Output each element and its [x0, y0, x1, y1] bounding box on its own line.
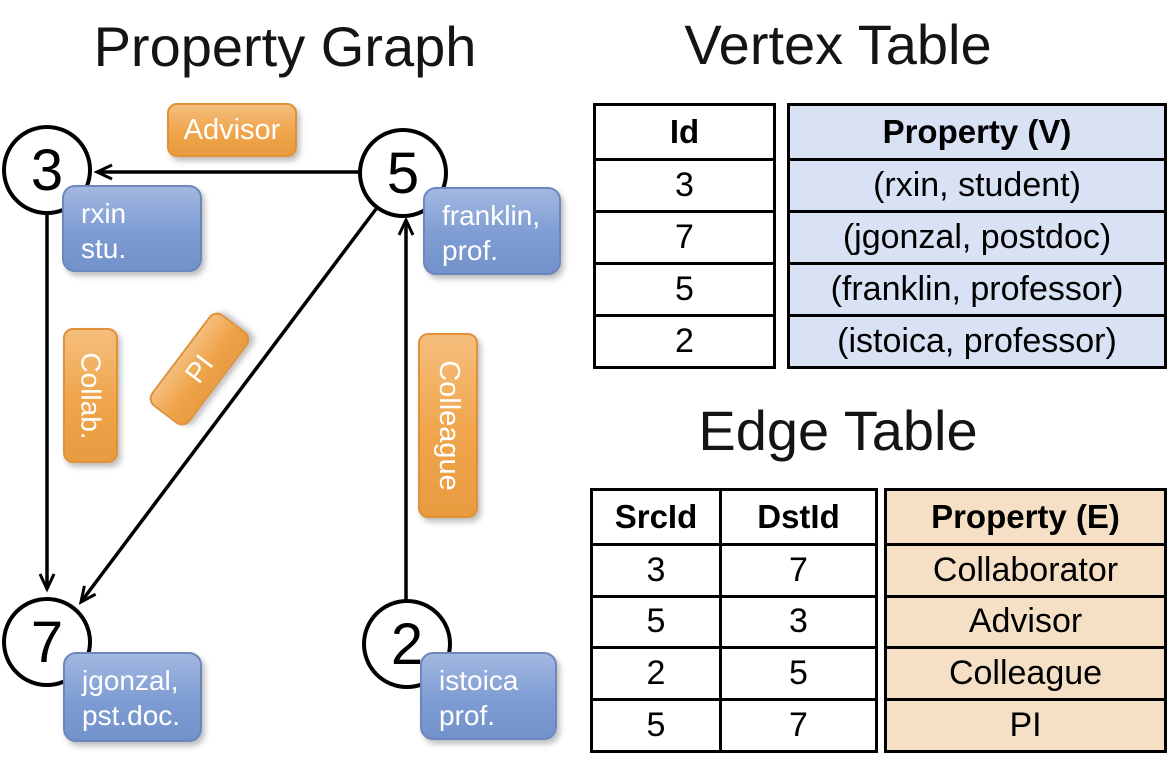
- table-cell: 7: [722, 542, 875, 595]
- edge-label-collab: Collab.: [63, 328, 118, 463]
- vertex-callout-line1: istoica: [439, 665, 519, 696]
- table-cell: Advisor: [887, 594, 1164, 647]
- graph-edges-layer: [38, 163, 415, 605]
- edge-table-header-dstid: DstId: [757, 497, 840, 535]
- table-cell: (istoica, professor): [790, 314, 1164, 366]
- table-cell: PI: [887, 698, 1164, 750]
- edge-table-property-column: Property (E) Collaborator Advisor Collea…: [884, 488, 1167, 753]
- vertex-callout-istoica: istoica prof.: [420, 652, 557, 740]
- edge-label-advisor-text: Advisor: [183, 113, 281, 146]
- table-cell: 5: [593, 594, 722, 647]
- table-cell: 7: [722, 698, 875, 750]
- vertex-callout-line1: jgonzal,: [82, 665, 179, 696]
- edge-label-colleague-text: Colleague: [432, 360, 465, 491]
- vertex-callout-line2: pst.doc.: [82, 700, 181, 731]
- vertex-callout-line2: stu.: [81, 233, 127, 264]
- vertex-callout-line1: franklin,: [442, 200, 541, 231]
- table-cell: 5: [593, 698, 722, 750]
- vertex-table-property-column: Property (V) (rxin, student) (jgonzal, p…: [787, 103, 1167, 369]
- vertex-table-title: Vertex Table: [684, 13, 992, 76]
- table-cell: (franklin, professor): [790, 262, 1164, 314]
- vertex-callout-franklin: franklin, prof.: [423, 187, 561, 275]
- vertex-callout-line2: prof.: [442, 235, 499, 266]
- vertex-table-header-property: Property (V): [790, 106, 1164, 158]
- vertex-table-id-column: Id 3 7 5 2: [593, 103, 776, 369]
- table-cell: 3: [722, 594, 875, 647]
- table-cell: (jgonzal, postdoc): [790, 210, 1164, 262]
- table-cell: Collaborator: [887, 542, 1164, 595]
- edge-table-title: Edge Table: [698, 399, 978, 462]
- table-cell: Colleague: [887, 646, 1164, 699]
- edge-label-colleague: Colleague: [418, 333, 478, 518]
- vertex-callout-rxin: rxin stu.: [62, 185, 202, 272]
- table-cell: 2: [596, 314, 773, 366]
- node-3-id: 3: [30, 137, 64, 203]
- table-cell: 3: [596, 158, 773, 210]
- edge-label-advisor: Advisor: [167, 103, 297, 157]
- vertex-table-header-id: Id: [669, 113, 700, 150]
- vertex-callout-line2: prof.: [439, 700, 496, 731]
- edge-label-collab-text: Collab.: [75, 351, 107, 440]
- table-cell: 3: [593, 542, 722, 595]
- node-7-id: 7: [30, 609, 64, 675]
- table-cell: (rxin, student): [790, 158, 1164, 210]
- graph-node-5: 5: [358, 128, 448, 218]
- edge-table-id-columns: SrcId DstId 3 7 5 3 2 5 5 7: [590, 488, 878, 753]
- table-cell: 7: [596, 210, 773, 262]
- table-cell: 5: [722, 646, 875, 698]
- vertex-callout-line1: rxin: [81, 198, 127, 229]
- edge-label-pi-text: PI: [178, 348, 220, 389]
- node-2-id: 2: [390, 611, 424, 677]
- edge-table-header-property: Property (E): [887, 491, 1164, 543]
- node-5-id: 5: [386, 140, 420, 206]
- vertex-callout-jgonzal: jgonzal, pst.doc.: [63, 652, 202, 742]
- table-cell: 2: [593, 646, 722, 699]
- graph-node-2: 2: [362, 599, 452, 689]
- edge-table-header-srcid: SrcId: [593, 491, 722, 543]
- edge-pi-5-to-7: [78, 207, 378, 605]
- table-cell: 5: [596, 262, 773, 314]
- property-graph-title: Property Graph: [93, 15, 477, 78]
